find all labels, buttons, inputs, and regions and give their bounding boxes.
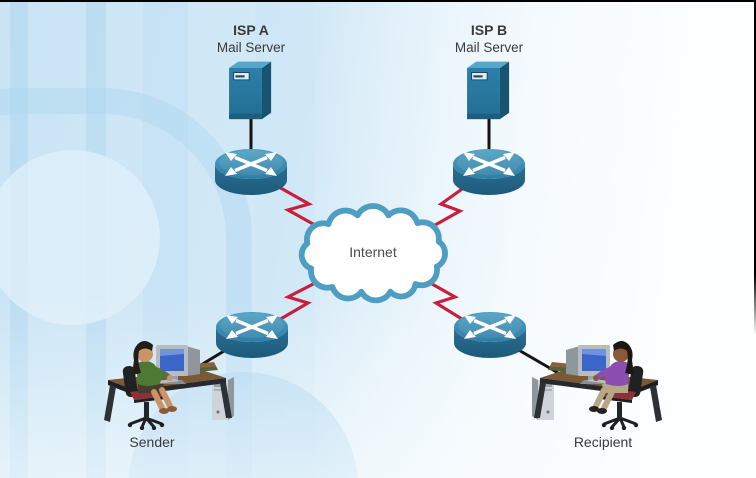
recipient-label: Recipient	[573, 434, 633, 450]
mail-server-icon	[466, 61, 510, 120]
internet-label: Internet	[349, 244, 397, 260]
workstation-user-icon	[526, 330, 676, 430]
workstation-user-icon	[90, 330, 240, 430]
isp-a-label: ISP A Mail Server	[186, 22, 316, 56]
cloud-icon	[298, 203, 448, 304]
router-icon	[452, 310, 528, 360]
isp-a-subtitle: Mail Server	[216, 40, 286, 55]
background-stripe	[10, 0, 28, 478]
isp-b-title: ISP B	[470, 22, 508, 38]
router-icon	[213, 147, 289, 197]
router-icon	[451, 147, 527, 197]
isp-b-label: ISP B Mail Server	[424, 22, 554, 56]
isp-b-subtitle: Mail Server	[454, 40, 524, 55]
top-border-line	[0, 0, 756, 2]
internet-cloud: Internet	[288, 202, 458, 308]
mail-server-icon	[228, 61, 272, 120]
isp-a-title: ISP A	[233, 22, 269, 38]
background-circle	[0, 150, 160, 325]
sender-label: Sender	[129, 434, 175, 450]
